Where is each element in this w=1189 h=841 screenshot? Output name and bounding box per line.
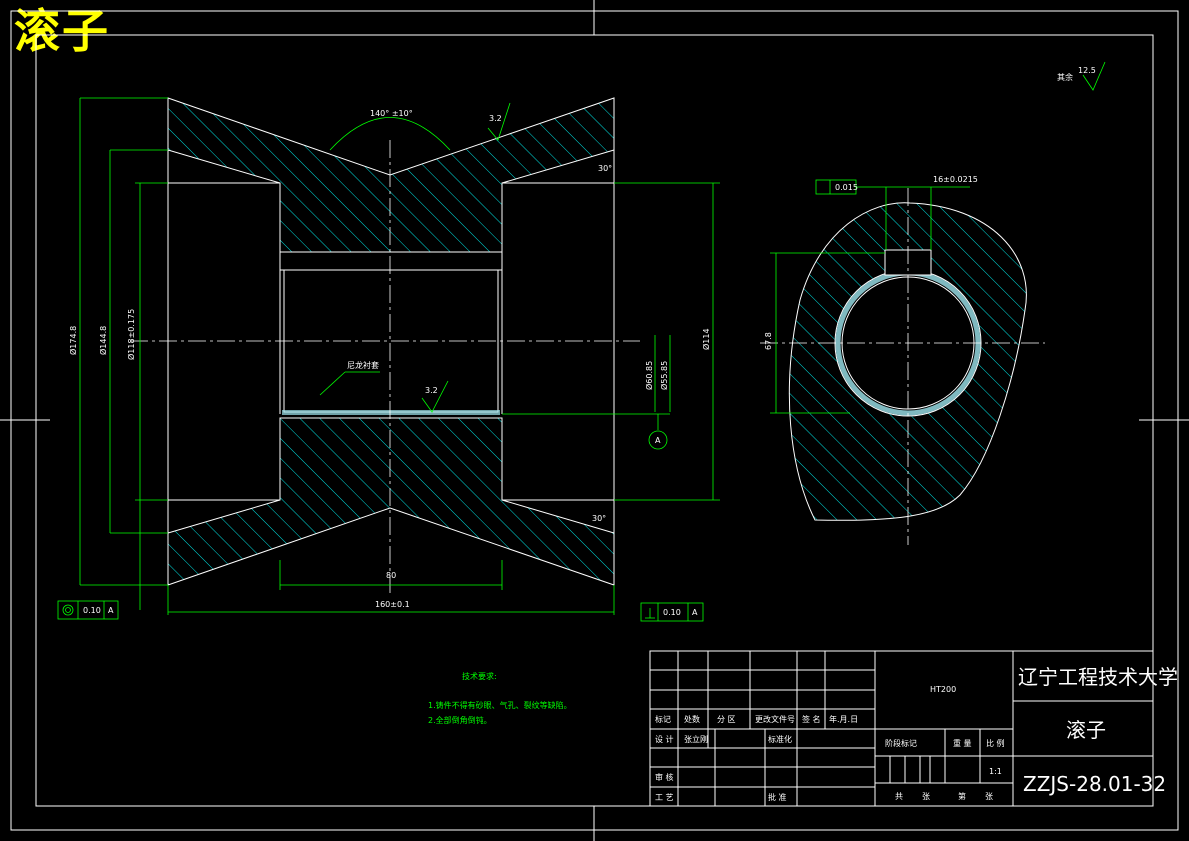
title-block-text: 标记 处数 分 区 更改文件号 签 名 年.月.日 设 计 张立刚 标准化 审 … — [655, 665, 1178, 802]
ratio-label: 比 例 — [986, 738, 1005, 748]
tech-requirements: 技术要求: 1.铸件不得有砂眼、气孔、裂纹等缺陷。 2.全部倒角倒钝。 — [428, 671, 572, 725]
row-approve: 批 准 — [768, 792, 787, 802]
dim-len-80: 80 — [386, 571, 396, 580]
page-label: 第 — [958, 791, 966, 801]
tech-req-heading: 技术要求: — [462, 671, 497, 681]
dim-roughness-bore: 3.2 — [425, 386, 438, 395]
tech-req-item-2: 2.全部倒角倒钝。 — [428, 715, 492, 725]
dim-chamfer-bottom: 30° — [592, 514, 606, 523]
scale-value: 1:1 — [989, 767, 1002, 776]
sheet-suffix: 张 — [922, 792, 930, 801]
coat-label: 尼龙衬套 — [347, 360, 379, 370]
datum-a: A — [655, 436, 661, 445]
section-hatch-upper — [167, 97, 615, 253]
row-review: 审 核 — [655, 772, 674, 782]
rev-header-date: 年.月.日 — [829, 714, 858, 724]
front-view-dimensions — [57, 61, 1106, 622]
dim-dia-55: Ø55.85 — [659, 361, 669, 390]
front-section-view — [130, 97, 640, 595]
fcf-right-datum: A — [692, 608, 698, 617]
dim-chamfer-top: 30° — [598, 164, 612, 173]
page-suffix: 张 — [985, 792, 993, 801]
front-view-dim-text: 140° ±10° 3.2 30° 30° Ø174.8 Ø144.8 Ø118… — [68, 66, 1096, 617]
section-hatch-lower — [167, 417, 615, 586]
side-section-view: 0.015 16±0.0215 67.8 — [760, 175, 1045, 545]
rev-header-sign: 签 名 — [802, 714, 821, 724]
title-block — [649, 650, 1154, 807]
dim-dia-114: Ø114 — [701, 328, 711, 350]
fcf-left-datum: A — [108, 606, 114, 615]
university-name: 辽宁工程技术大学 — [1018, 665, 1178, 689]
rev-header-zone: 分 区 — [717, 715, 736, 724]
fcf-left-value: 0.10 — [83, 606, 101, 615]
stage-mark: 阶段标记 — [885, 738, 917, 748]
dim-dia-mid: Ø144.8 — [98, 326, 108, 355]
dim-dia-outer: Ø174.8 — [68, 326, 78, 355]
designer-name: 张立刚 — [684, 734, 708, 744]
row-design: 设 计 — [655, 734, 674, 744]
sv-fcf-value: 0.015 — [835, 183, 858, 192]
dim-roughness-top: 3.2 — [489, 114, 502, 123]
rev-header-doc: 更改文件号 — [755, 714, 795, 724]
remaining-roughness-value: 12.5 — [1078, 66, 1096, 75]
row-process: 工 艺 — [655, 793, 674, 802]
row-standardization: 标准化 — [768, 734, 792, 744]
fcf-right-value: 0.10 — [663, 608, 681, 617]
material: HT200 — [930, 685, 956, 694]
sv-height-dim: 67.8 — [764, 332, 773, 350]
tech-req-item-1: 1.铸件不得有砂眼、气孔、裂纹等缺陷。 — [428, 700, 572, 710]
dim-dia-bore: Ø118±0.175 — [126, 309, 136, 360]
dim-dia-60: Ø60.85 — [644, 361, 654, 390]
part-name: 滚子 — [1066, 718, 1106, 742]
dim-len-total: 160±0.1 — [375, 600, 410, 609]
rev-header-mark: 标记 — [655, 714, 671, 724]
nylon-liner — [282, 410, 500, 415]
dim-angle: 140° ±10° — [370, 109, 413, 118]
drawing-number: ZZJS-28.01-32 — [1023, 772, 1166, 796]
drawing-title-overlay: 滚子 — [14, 4, 110, 58]
weight-label: 重 量 — [953, 738, 972, 748]
sheets-label: 共 — [895, 792, 903, 801]
sv-keyway-dim: 16±0.0215 — [933, 175, 978, 184]
rev-header-count: 处数 — [684, 714, 700, 724]
remaining-roughness-label: 其余 — [1057, 72, 1073, 82]
